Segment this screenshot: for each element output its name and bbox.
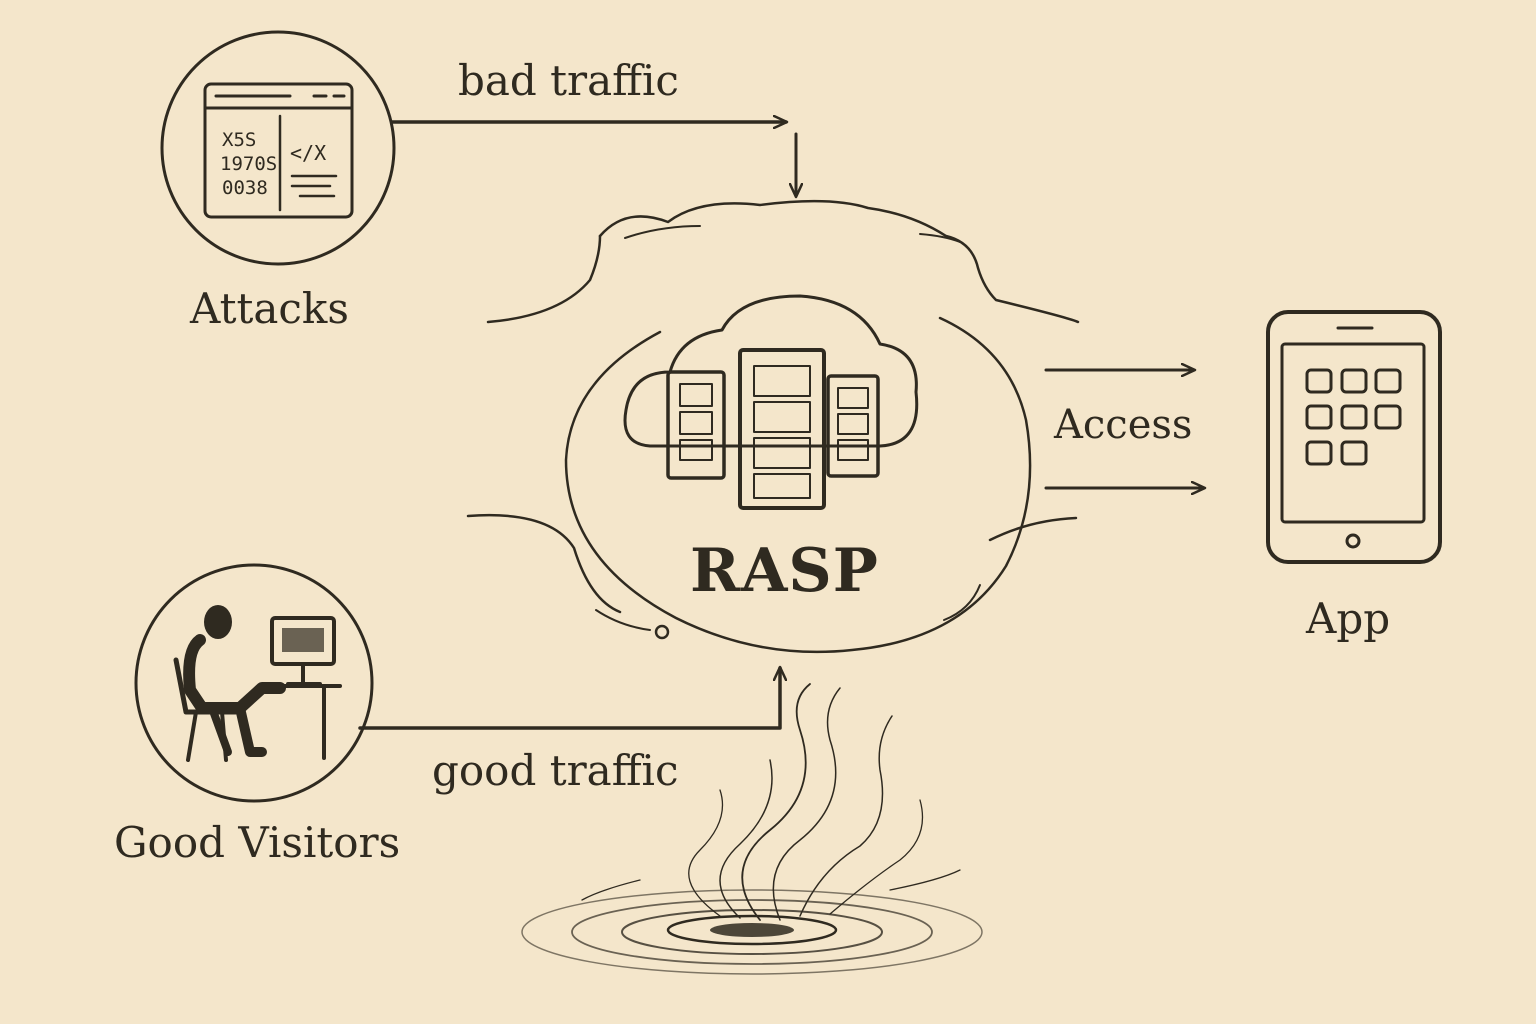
code-line-2: 1970S xyxy=(220,153,277,175)
rasp-label: RASP xyxy=(690,536,879,606)
bad-traffic-label: bad traffic xyxy=(458,56,679,105)
browser-window-icon: X5S 1970S 0038 </X xyxy=(203,82,354,219)
access-arrows xyxy=(1044,370,1204,488)
good-traffic-arrow xyxy=(358,668,780,730)
attacks-node: X5S 1970S 0038 </X xyxy=(160,30,396,266)
rasp-cloud xyxy=(466,199,1080,654)
code-line-3: 0038 xyxy=(222,177,268,199)
attacks-circle xyxy=(160,30,396,266)
good-traffic-label: good traffic xyxy=(432,746,679,795)
good-visitors-node xyxy=(134,563,374,803)
app-label: App xyxy=(1306,594,1391,643)
good-visitors-label: Good Visitors xyxy=(114,818,401,867)
vortex-swirl-icon xyxy=(521,683,983,975)
cloud-server-icon xyxy=(623,294,919,510)
code-line-1: X5S xyxy=(222,129,256,151)
person-at-computer-icon xyxy=(173,605,342,762)
bad-traffic-arrow xyxy=(390,122,796,196)
code-tag: </X xyxy=(290,141,326,165)
tablet-icon xyxy=(1266,310,1442,564)
app-grid-icon xyxy=(1305,368,1402,466)
access-label: Access xyxy=(1054,402,1193,448)
good-visitors-circle xyxy=(134,563,374,803)
attacks-label: Attacks xyxy=(190,284,349,333)
